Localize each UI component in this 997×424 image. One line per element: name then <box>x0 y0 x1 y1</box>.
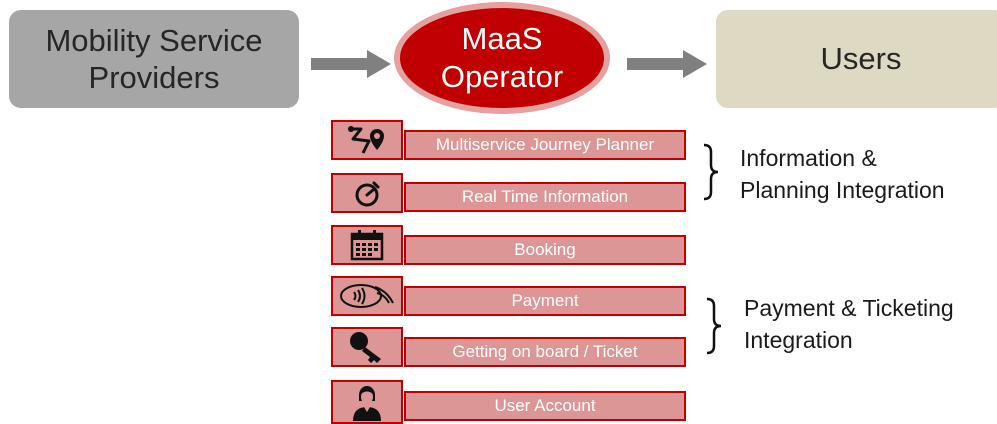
service-bar-user-account: User Account <box>404 391 686 421</box>
service-bar-getting-on-board: Getting on board / Ticket <box>404 337 686 367</box>
operator-label-line1: MaaS <box>461 21 543 56</box>
stopwatch-icon <box>331 173 403 213</box>
group-label-payment-ticketing: Payment & Ticketing Integration <box>744 295 954 353</box>
arrow-operator-to-users <box>627 50 707 78</box>
users-box: Users <box>716 10 997 108</box>
service-label: Multiservice Journey Planner <box>435 135 655 154</box>
key-icon <box>331 327 403 367</box>
users-label: Users <box>820 41 902 76</box>
service-bar-real-time-info: Real Time Information <box>404 182 686 212</box>
maas-operator-ellipse: MaaS Operator <box>394 2 610 114</box>
service-label: Real Time Information <box>461 187 629 206</box>
service-bar-booking: Booking <box>404 235 686 265</box>
calendar-icon <box>331 225 403 265</box>
service-label: Payment <box>511 291 579 310</box>
arrow-providers-to-operator <box>311 50 391 78</box>
brace-payment-ticketing <box>706 297 722 355</box>
operator-label-line2: Operator <box>440 59 564 94</box>
contactless-payment-icon <box>331 276 403 316</box>
service-label: User Account <box>494 396 596 415</box>
service-bar-payment: Payment <box>404 286 686 316</box>
providers-label-line2: Providers <box>88 60 220 95</box>
user-icon <box>331 380 403 424</box>
service-label: Getting on board / Ticket <box>452 342 638 361</box>
group-label-information-planning: Information & Planning Integration <box>740 145 945 203</box>
service-label: Booking <box>514 240 576 259</box>
brace-information-planning <box>703 143 719 201</box>
route-pin-icon <box>331 120 403 160</box>
mobility-service-providers-box: Mobility Service Providers <box>9 10 299 108</box>
service-bar-journey-planner: Multiservice Journey Planner <box>404 130 686 160</box>
providers-label-line1: Mobility Service <box>45 23 263 58</box>
